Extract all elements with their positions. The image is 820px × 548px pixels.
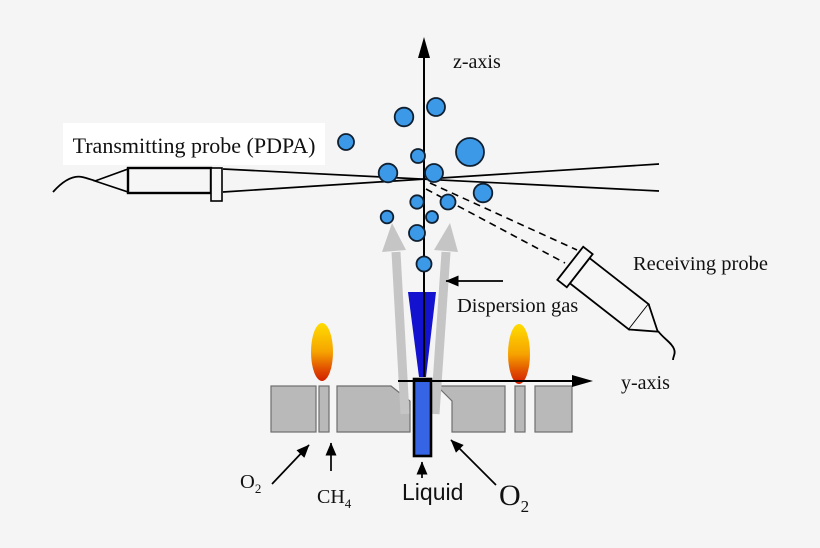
gas-arrow-right-head	[434, 223, 458, 252]
annotation-arrows	[271, 275, 503, 486]
transmitting-probe-cable	[52, 175, 97, 193]
transmitting-probe-body	[126, 166, 213, 195]
o2-right-main: O	[499, 479, 521, 512]
droplet	[472, 182, 494, 204]
burner-block-far-right	[534, 385, 573, 433]
receiving-probe-lens	[556, 245, 594, 289]
z-axis-arrowhead	[418, 37, 430, 58]
burner-block-inner-right	[435, 385, 506, 433]
droplet	[415, 255, 433, 273]
z-axis-label: z-axis	[453, 51, 501, 73]
ch4-label: CH4	[317, 486, 352, 511]
droplet	[337, 133, 355, 151]
o2-right-label: O2	[499, 479, 529, 516]
droplet	[410, 148, 426, 164]
droplet	[379, 209, 395, 225]
burner	[270, 385, 573, 433]
ch4-main: CH	[317, 486, 345, 508]
droplet	[393, 106, 415, 128]
liquid-label: Liquid	[402, 479, 463, 505]
o2-right-sub: 2	[521, 497, 530, 516]
droplet	[408, 224, 426, 242]
gas-arrow-left-head	[382, 223, 406, 252]
burner-strip-right	[514, 385, 526, 433]
transmitting-probe-label-box	[63, 123, 325, 165]
dispersion-gas-label: Dispersion gas	[457, 295, 578, 317]
gas-arrow-right-shaft	[430, 251, 451, 415]
o2-left-sub: 2	[255, 481, 262, 496]
droplet	[426, 97, 446, 117]
ch4-sub: 4	[345, 496, 352, 511]
transmitting-probe-mount	[210, 167, 223, 202]
o2-left-main: O	[240, 471, 255, 493]
y-axis-label: y-axis	[621, 372, 670, 394]
droplet	[409, 194, 425, 210]
o2-left-arrow	[271, 444, 310, 485]
dashed-line-upper	[429, 182, 578, 251]
flame-left	[311, 323, 333, 381]
droplet	[424, 163, 444, 183]
y-axis-arrowhead	[572, 375, 593, 387]
droplet	[439, 193, 457, 211]
droplet	[377, 162, 399, 184]
droplet-cloud	[337, 97, 494, 273]
o2-left-label: O2	[240, 471, 261, 496]
receiving-probe-label: Receiving probe	[633, 253, 768, 275]
transmitting-probe	[52, 166, 223, 202]
o2-right-arrow	[450, 439, 497, 486]
z-axis	[418, 37, 430, 377]
burner-block-far-left	[270, 385, 317, 433]
gas-arrow-left-shaft	[391, 251, 410, 415]
y-axis	[398, 375, 593, 387]
flame-right	[508, 324, 530, 384]
burner-block-inner-left	[336, 385, 411, 433]
droplet	[455, 137, 485, 167]
liquid-tube	[412, 377, 433, 458]
burner-strip-left	[318, 385, 330, 433]
droplet	[425, 210, 439, 224]
receiving-probe	[556, 245, 676, 361]
transmitting-probe-label: Transmitting probe (PDPA)	[73, 133, 316, 158]
liquid-spray-cone	[408, 292, 436, 377]
receiving-probe-cable	[657, 330, 676, 361]
dispersion-gas-flow-arrows	[382, 223, 458, 415]
